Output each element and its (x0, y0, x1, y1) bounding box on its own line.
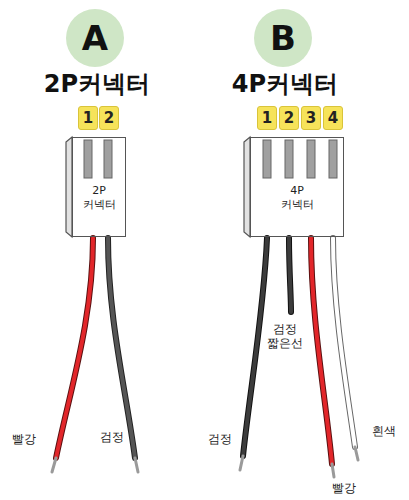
pin-slot (307, 140, 315, 178)
wire-outline (108, 238, 135, 458)
pin-number: 4 (323, 106, 343, 130)
wire-color-label: 빨강 (6, 432, 42, 446)
pin-number: 2 (104, 111, 114, 126)
connector-title: 2P커넥터 (44, 70, 150, 99)
wire-color-label: 검정 (94, 430, 130, 444)
letter-circle: A (66, 9, 124, 67)
pin-number: 2 (279, 106, 299, 130)
pin-number: 2 (99, 106, 119, 130)
connector-body: 2P 커넥터 (72, 137, 126, 237)
red-wire (311, 238, 332, 464)
wire-tip (135, 458, 138, 472)
pin-number: 2 (284, 111, 294, 126)
red-wire (56, 238, 93, 458)
wire-tip (355, 447, 358, 460)
pin-slot (263, 140, 271, 178)
wire-tip (52, 458, 56, 472)
connector-name: 4P 커넥터 (275, 184, 319, 212)
pin-number: 3 (301, 106, 321, 130)
white-wire (333, 238, 355, 447)
black-wire (108, 238, 135, 458)
section-letter: B (270, 21, 296, 55)
wire-outline (56, 238, 93, 458)
wire-outline (333, 238, 355, 447)
wire-tip (240, 456, 243, 470)
wire-outline (311, 238, 332, 464)
short-black-wire (289, 238, 291, 312)
connector-name: 2P 커넥터 (77, 184, 121, 212)
pin-number: 1 (262, 111, 272, 126)
pin-number: 1 (83, 111, 93, 126)
pin-number: 1 (78, 106, 98, 130)
wire-color-label: 빨강 (326, 481, 362, 495)
wire-outline (289, 238, 291, 312)
wire-color-label: 검정 (202, 432, 238, 446)
pin-slot (285, 140, 293, 178)
connector-body: 4P 커넥터 (250, 137, 344, 237)
wire-color-label: 검정 짧은선 (266, 322, 304, 351)
pin-number: 1 (257, 106, 277, 130)
black-wire (243, 238, 267, 456)
wire-tip (332, 464, 334, 477)
wire-outline (243, 238, 267, 456)
pin-slot (104, 140, 112, 178)
wire-color-label: 흰색 (366, 424, 402, 438)
letter-circle: B (254, 9, 312, 67)
connector-body-fill (250, 137, 344, 237)
connector-title: 4P커넥터 (232, 70, 338, 99)
pin-slot (329, 140, 337, 178)
section-letter: A (82, 21, 108, 55)
connector-body-fill (72, 137, 126, 237)
pin-number: 3 (306, 111, 316, 126)
pin-slot (84, 140, 92, 178)
pin-number: 4 (328, 111, 338, 126)
